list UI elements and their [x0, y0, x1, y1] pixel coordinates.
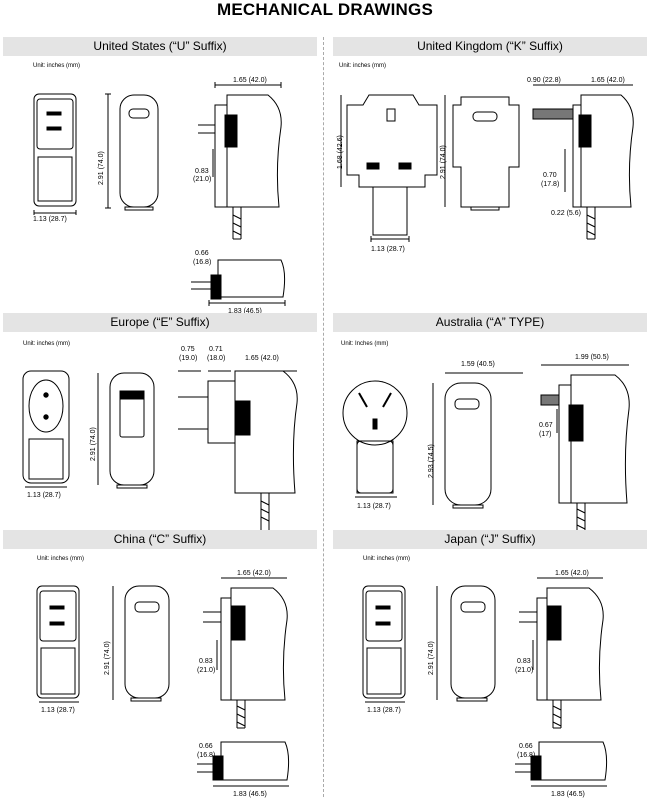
drawing-cn: Unit: inches (mm) 1.13 (28.7) 2.91 (74.0… [36, 556, 290, 798]
bottom-height-inches: 0.66 [519, 743, 533, 750]
width-dimension: 1.13 (28.7) [357, 503, 391, 510]
blade-dimension-inches: 0.70 [543, 172, 557, 179]
panel-japan: Japan (“J” Suffix) Unit: inches (mm) 1.1… [333, 530, 647, 798]
width-dimension: 1.13 (28.7) [367, 707, 401, 714]
bottom-height-inches: 0.66 [199, 743, 213, 750]
height-dimension: 2.91 (74.0) [90, 427, 97, 461]
side-view [198, 94, 282, 240]
side-view [540, 374, 630, 534]
unit-label: Unit: inches (mm) [339, 63, 386, 69]
blade-dimension-inches: 0.67 [539, 422, 553, 429]
back-view [444, 382, 492, 509]
side-view [519, 587, 604, 729]
back-view [124, 585, 170, 702]
blade-dimension-mm: (17) [539, 431, 551, 438]
bottom-view [197, 741, 290, 781]
back-view [450, 585, 496, 702]
panel-united-states: United States (“U” Suffix) Unit: inches … [3, 37, 317, 315]
blade-dimension-mm: (21.0) [193, 176, 211, 183]
blade-dimension-mm: (17.8) [541, 181, 559, 188]
width-dimension: 1.13 (28.7) [33, 216, 67, 223]
page-title: MECHANICAL DRAWINGS [217, 0, 433, 19]
bottom-width-dimension: 1.83 (46.5) [228, 308, 262, 315]
depth-dimension: 1.99 (50.5) [575, 354, 609, 361]
bottom-height-inches: 0.66 [195, 250, 209, 257]
panel-china: China (“C” Suffix) Unit: inches (mm) 1.1… [3, 530, 317, 798]
width-dimension: 1.13 (28.7) [27, 492, 61, 499]
front-view [22, 370, 70, 484]
drawing-au: Unit: Inches (mm) 1.13 (28.7) 2.93 (74.5… [341, 341, 630, 534]
bottom-width-dimension: 1.83 (46.5) [233, 791, 267, 798]
side-view [203, 587, 288, 729]
back-view [452, 96, 520, 211]
side-view [178, 370, 298, 534]
back-view [109, 372, 155, 489]
height-dimension: 2.91 (74.0) [428, 641, 435, 675]
top-width-dimension: 1.59 (40.5) [461, 361, 495, 368]
pin-dimension-2-inches: 0.71 [209, 346, 223, 353]
depth-dimension: 1.65 (42.0) [237, 570, 271, 577]
height-dimension: 2.91 (74.0) [98, 151, 105, 185]
depth-dimension: 1.65 (42.0) [245, 355, 279, 362]
back-view [119, 94, 159, 211]
panel-header: United Kingdom (“K” Suffix) [333, 37, 647, 56]
bottom-view [515, 741, 608, 781]
blade-dimension-inches: 0.83 [199, 658, 213, 665]
panel-europe: Europe (“E” Suffix) Unit: inches (mm) 1.… [3, 313, 317, 534]
depth-dimension: 1.65 (42.0) [555, 570, 589, 577]
drawing-eu: Unit: inches (mm) 1.13 (28.7) 2.91 (74.0… [22, 341, 298, 534]
front-view [346, 94, 438, 236]
bottom-view [191, 259, 286, 300]
unit-label: Unit: inches (mm) [37, 556, 84, 562]
column-divider [323, 37, 325, 797]
top-dimension-plug: 0.90 (22.8) [527, 77, 561, 84]
unit-label: Unit: inches (mm) [23, 341, 70, 347]
bottom-height-mm: (16.8) [517, 752, 535, 759]
panel-header: China (“C” Suffix) [3, 530, 317, 549]
front-view [342, 380, 408, 494]
front-view [362, 585, 406, 699]
panel-header: Europe (“E” Suffix) [3, 313, 317, 332]
width-dimension: 1.13 (28.7) [41, 707, 75, 714]
drawing-uk: Unit: inches (mm) 1.68 (42.6) 1.13 (28.7… [337, 63, 634, 253]
drawing-us: Unit: inches (mm) 1.13 (28.7) 2.91 (74.0… [33, 63, 286, 315]
panel-header: Japan (“J” Suffix) [333, 530, 647, 549]
bottom-width-dimension: 1.83 (46.5) [551, 791, 585, 798]
drawing-jp: Unit: inches (mm) 1.13 (28.7) 2.91 (74.0… [362, 556, 608, 798]
side-dimension: 1.68 (42.6) [337, 135, 344, 169]
panel-header: Australia (“A” TYPE) [333, 313, 647, 332]
unit-label: Unit: inches (mm) [363, 556, 410, 562]
height-dimension: 2.93 (74.5) [428, 444, 435, 478]
depth-dimension: 1.65 (42.0) [233, 77, 267, 84]
panel-united-kingdom: United Kingdom (“K” Suffix) Unit: inches… [333, 37, 647, 312]
side-view [532, 94, 634, 240]
foot-dimension: 0.22 (5.6) [551, 210, 581, 217]
front-view [36, 585, 80, 699]
bottom-height-mm: (16.8) [197, 752, 215, 759]
pin-dimension-1-inches: 0.75 [181, 346, 195, 353]
height-dimension: 2.91 (74.0) [440, 145, 447, 179]
panel-header: United States (“U” Suffix) [3, 37, 317, 56]
unit-label: Unit: inches (mm) [33, 63, 80, 69]
bottom-height-mm: (16.8) [193, 259, 211, 266]
unit-label: Unit: Inches (mm) [341, 341, 388, 347]
top-dimension-body: 1.65 (42.0) [591, 77, 625, 84]
blade-dimension-inches: 0.83 [195, 168, 209, 175]
front-view [33, 93, 77, 207]
blade-dimension-inches: 0.83 [517, 658, 531, 665]
pin-dimension-2-mm: (18.0) [207, 355, 225, 362]
pin-dimension-1-mm: (19.0) [179, 355, 197, 362]
width-dimension: 1.13 (28.7) [371, 246, 405, 253]
panel-australia: Australia (“A” TYPE) Unit: Inches (mm) 1… [333, 313, 647, 534]
blade-dimension-mm: (21.0) [515, 667, 533, 674]
blade-dimension-mm: (21.0) [197, 667, 215, 674]
height-dimension: 2.91 (74.0) [104, 641, 111, 675]
